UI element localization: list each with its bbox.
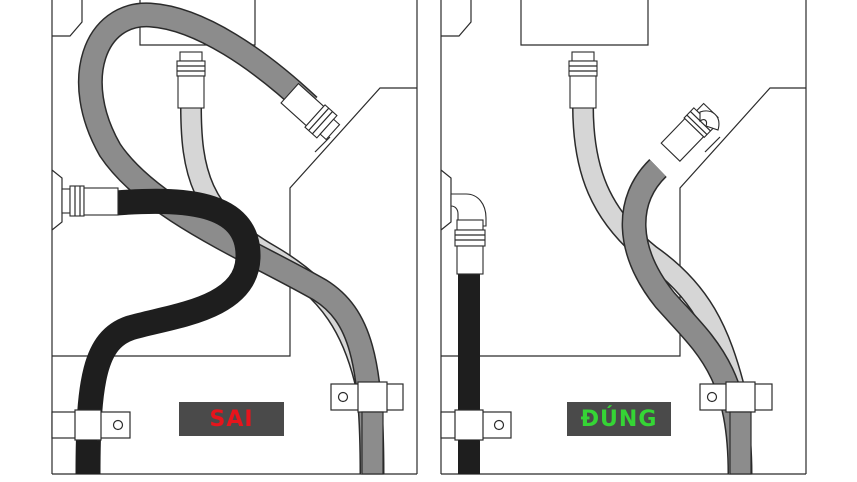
side-hose-fitting	[61, 185, 119, 217]
elbow-bend	[699, 110, 720, 131]
machine-outline	[440, 0, 806, 357]
wrong-label: SAI	[179, 402, 284, 436]
left-hose-clamp	[440, 409, 512, 474]
correct-label: ĐÚNG	[567, 402, 671, 436]
top-hose-fitting	[176, 51, 206, 109]
right-routing-panel	[440, 0, 807, 475]
wrong-routing-panel	[51, 0, 418, 475]
top-hose-fitting	[568, 51, 598, 109]
panel-frame	[51, 0, 418, 475]
left-hose-clamp	[51, 409, 131, 474]
light-hose	[180, 105, 379, 398]
angled-hose-fitting	[280, 82, 341, 141]
side-elbow-fitting	[450, 193, 487, 275]
right-hose-clamp	[330, 381, 404, 475]
gray-hose	[77, 2, 385, 475]
right-hose-clamp	[699, 381, 773, 475]
black-hose	[75, 188, 261, 475]
